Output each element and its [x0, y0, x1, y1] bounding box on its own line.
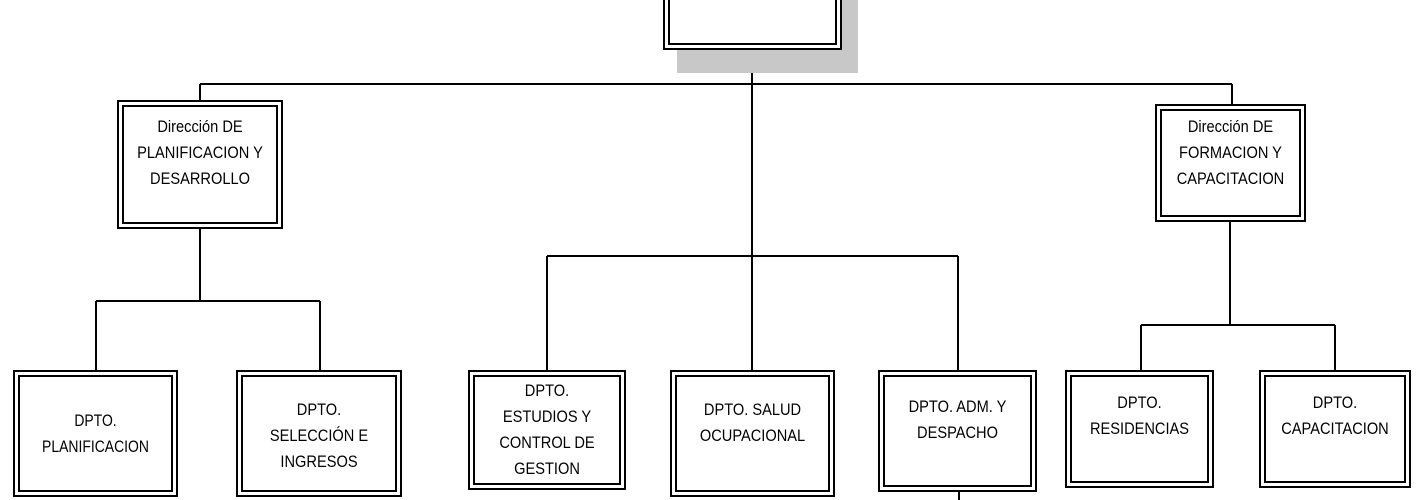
dept-label: DPTO. CAPACITACION [1281, 393, 1389, 438]
top-box-label [677, 0, 828, 48]
dept-adm-despacho: DPTO. ADM. Y DESPACHO [878, 370, 1037, 492]
top-box [663, 0, 842, 50]
directorate-label: Dirección DE FORMACION Y CAPACITACION [1176, 117, 1285, 188]
dept-label: DPTO. ADM. Y DESPACHO [908, 397, 1007, 442]
dept-salud-ocupacional: DPTO. SALUD OCUPACIONAL [670, 370, 835, 497]
dept-seleccion-ingresos: DPTO. SELECCIÓN E INGRESOS [236, 370, 402, 497]
dept-label: DPTO. SELECCIÓN E INGRESOS [269, 400, 369, 471]
dept-label: DPTO. ESTUDIOS Y CONTROL DE GESTION [499, 381, 595, 478]
directorate-formacion-capacitacion: Dirección DE FORMACION Y CAPACITACION [1155, 104, 1306, 222]
dept-residencias: DPTO. RESIDENCIAS [1065, 370, 1214, 488]
directorate-label: Dirección DE PLANIFICACION Y DESARROLLO [137, 117, 263, 188]
dept-label: DPTO. SALUD OCUPACIONAL [699, 400, 806, 445]
dept-planificacion: DPTO. PLANIFICACION [13, 370, 178, 497]
dept-capacitacion: DPTO. CAPACITACION [1259, 370, 1411, 488]
directorate-planificacion-desarrollo: Dirección DE PLANIFICACION Y DESARROLLO [117, 100, 283, 229]
dept-label: DPTO. PLANIFICACION [42, 410, 149, 456]
dept-estudios-control-gestion: DPTO. ESTUDIOS Y CONTROL DE GESTION [468, 370, 626, 490]
dept-label: DPTO. RESIDENCIAS [1089, 393, 1190, 438]
